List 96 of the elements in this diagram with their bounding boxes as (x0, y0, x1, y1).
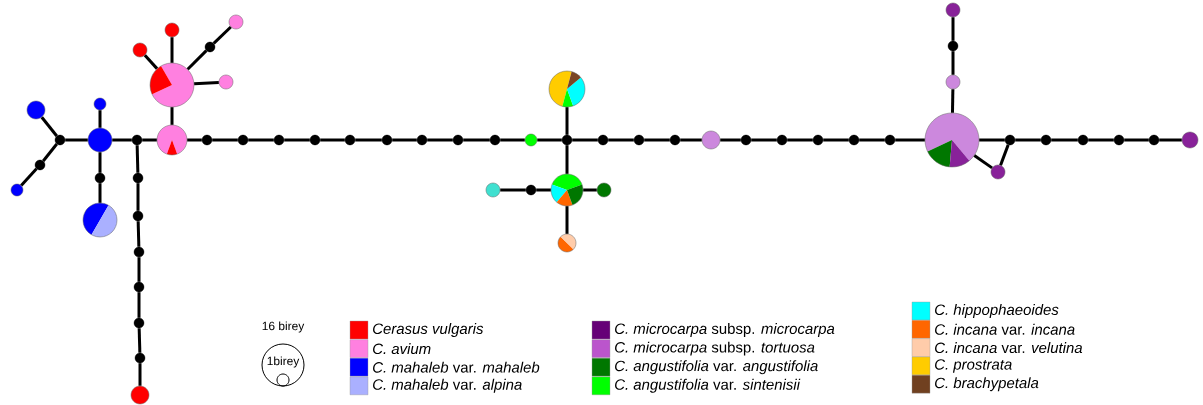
connector-line (187, 138, 202, 142)
connector-line (20, 167, 38, 187)
connector-line (1088, 138, 1114, 142)
legend-text: C. microcarpa subsp. tortuosa (615, 341, 815, 356)
connector-line (65, 138, 88, 142)
connector-line (500, 138, 525, 142)
connector-line (284, 138, 310, 142)
connector-line (823, 138, 849, 142)
connector-line (137, 292, 141, 318)
haplotype-circle (485, 182, 501, 198)
connector-line (142, 138, 157, 142)
haplotype-pie (557, 233, 577, 253)
legend-text: C. incana var. incana (935, 323, 1075, 335)
connector-line (136, 221, 141, 247)
connector-line (98, 110, 102, 128)
legend-text: C. microcarpa subsp. microcarpa (615, 323, 835, 337)
connector-line (392, 138, 417, 142)
connector-line (999, 144, 1010, 166)
connector-line (98, 152, 102, 173)
connector-line (720, 138, 741, 142)
connector-line (137, 328, 142, 353)
connector-line (194, 80, 219, 86)
connector-line (355, 138, 382, 142)
haplotype-circle (130, 385, 150, 405)
connector-line (98, 183, 102, 203)
legend-text: C. brachypetala (935, 377, 1039, 392)
legend-text: C. mahaleb var. alpina (373, 378, 522, 393)
connector-line (1051, 138, 1078, 142)
connector-line (143, 54, 159, 70)
haplotype-circle (945, 74, 961, 90)
connector-line (170, 37, 174, 63)
connector-line (136, 183, 140, 211)
haplotype-pie (149, 62, 195, 108)
connector-line (973, 154, 993, 170)
connector-line (248, 138, 274, 142)
haplotype-pie (82, 202, 118, 238)
connector-line (463, 138, 490, 142)
connector-line (950, 89, 955, 113)
connector-line (186, 49, 208, 71)
connector-line (170, 107, 174, 125)
haplotype-circle (990, 164, 1006, 180)
connector-line (500, 188, 526, 192)
legend-text: C. avium (373, 343, 431, 355)
legend-text: C. prostrata (935, 359, 1012, 373)
connector-line (320, 138, 345, 142)
connector-line (565, 107, 569, 135)
legend-text: C. angustifolia var. angustifolia (615, 360, 818, 375)
connector-line (572, 138, 598, 142)
haplotype-circle (596, 182, 612, 198)
legend-text: C. angustifolia var. sintenisii (615, 378, 801, 393)
connector-line (951, 51, 955, 75)
connector-line (951, 17, 955, 41)
legend-text: C. mahaleb var. mahaleb (373, 361, 540, 373)
connector-line (135, 145, 140, 173)
connector-line (583, 188, 597, 192)
connector-line (138, 363, 142, 386)
connector-line (1159, 138, 1182, 142)
connector-line (427, 138, 453, 142)
connector-line (40, 116, 58, 137)
scale-label: 1birey (267, 356, 300, 368)
connector-line (212, 25, 232, 45)
legend-text: C. hippophaeoides (935, 304, 1059, 318)
connector-line (212, 138, 238, 142)
connector-line (608, 138, 634, 142)
connector-line (859, 138, 885, 142)
haplotype-circle (1181, 131, 1199, 149)
connector-line (680, 138, 702, 142)
haplotype-pie (550, 173, 584, 207)
connector-line (895, 138, 925, 142)
connector-line (979, 138, 1005, 142)
connector-line (537, 138, 562, 142)
connector-line (42, 143, 58, 162)
connector-line (112, 138, 132, 142)
haplotype-pie (924, 112, 980, 168)
haplotype-circle (132, 42, 148, 58)
connector-line (536, 188, 551, 192)
haplotype-circle (87, 127, 113, 153)
scale-label: 16 birey (262, 321, 305, 333)
connector-line (1124, 138, 1149, 142)
connector-line (565, 145, 569, 174)
legend-text: Cerasus vulgaris (373, 323, 484, 337)
haplotype-circle (26, 100, 46, 120)
haplotype-circle (945, 2, 961, 18)
connector-line (644, 138, 670, 142)
legend-text: C. incana var. velutina (935, 342, 1083, 354)
haplotype-circle (164, 22, 180, 38)
connector-line (751, 138, 777, 142)
haplotype-pie (548, 70, 586, 108)
connector-line (565, 206, 569, 234)
haplotype-circle (218, 74, 234, 90)
connector-line (787, 138, 813, 142)
haplotype-circle (701, 130, 721, 150)
connector-line (137, 257, 141, 282)
connector-line (1015, 138, 1041, 142)
haplotype-circle (228, 14, 244, 30)
haplotype-pie (156, 124, 188, 156)
